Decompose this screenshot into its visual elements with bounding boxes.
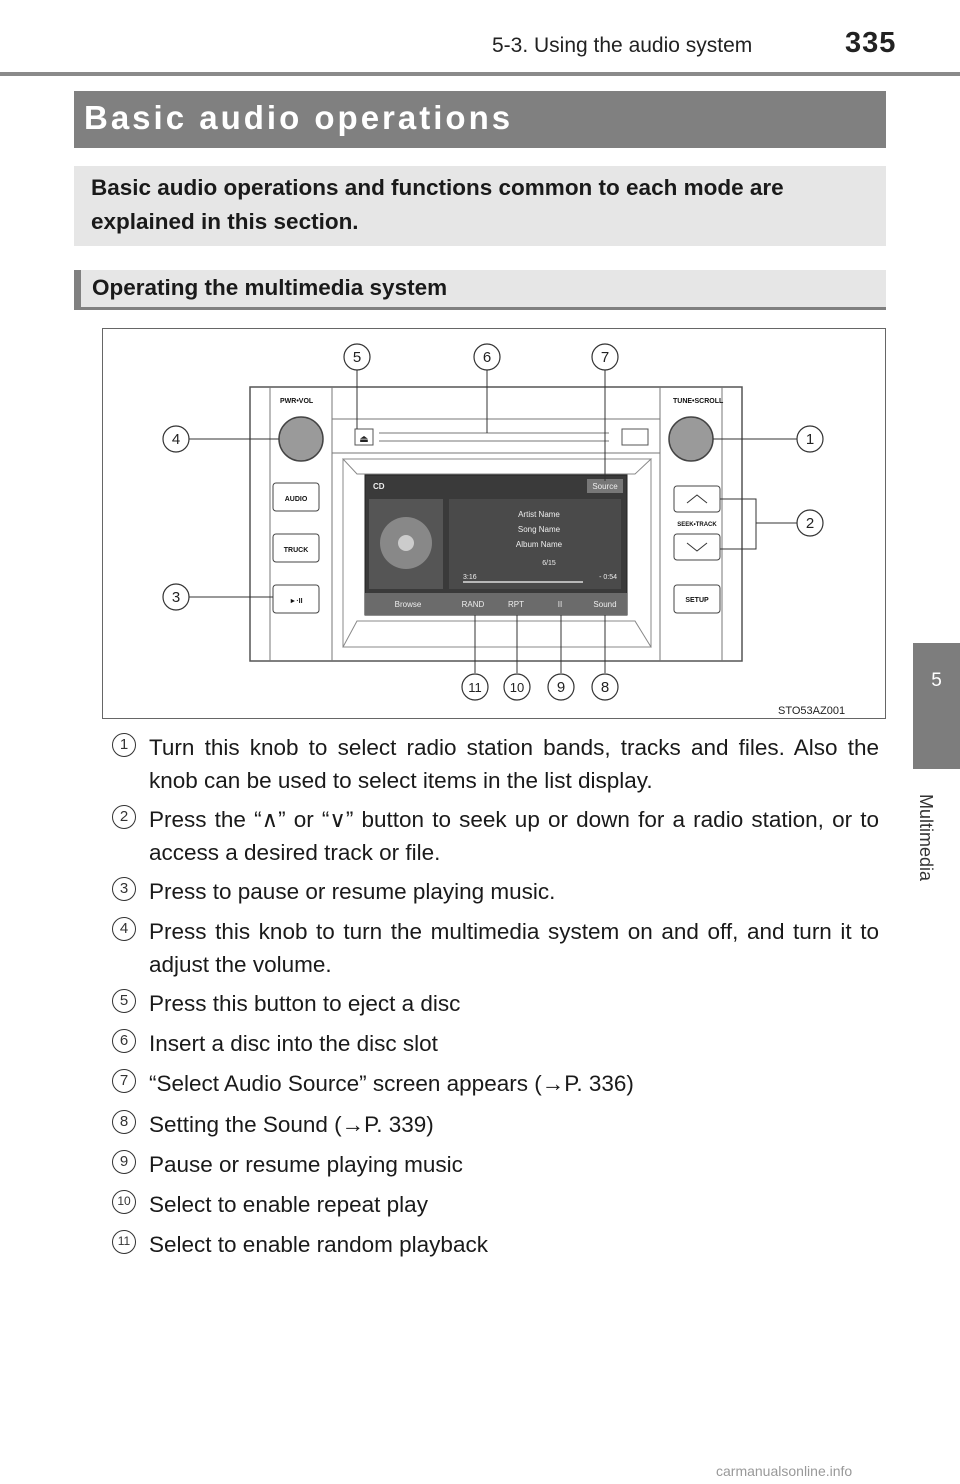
seek-down-button bbox=[673, 533, 721, 561]
audio-hw-button bbox=[272, 482, 320, 512]
album-name: Album Name bbox=[516, 540, 563, 549]
intro-text: Basic audio operations and functions com… bbox=[91, 175, 784, 234]
section-heading: 5-3. Using the audio system bbox=[492, 34, 753, 57]
item-number: 8 bbox=[112, 1110, 136, 1134]
item-text: “Select Audio Source” screen appears (→P… bbox=[149, 1071, 634, 1096]
item-number: 4 bbox=[112, 917, 136, 941]
subheading: Operating the multimedia system bbox=[92, 275, 448, 300]
item-text: Turn this knob to select radio station b… bbox=[149, 735, 879, 793]
eject-icon: ⏏ bbox=[359, 434, 368, 445]
page-title: Basic audio operations bbox=[84, 99, 514, 136]
header-rule bbox=[0, 72, 960, 76]
item-text: Press this knob to turn the multimedia s… bbox=[149, 919, 879, 977]
pwr-vol-label: PWR•VOL bbox=[280, 398, 314, 405]
callout-7: 7 bbox=[601, 349, 609, 366]
item-text: Select to enable random playback bbox=[149, 1232, 488, 1257]
panel-outline bbox=[249, 386, 743, 662]
bevel-bottom bbox=[342, 620, 652, 648]
sound-button: Sound bbox=[593, 600, 616, 609]
intro-box bbox=[74, 166, 886, 246]
play-pause-label: ►·II bbox=[289, 598, 302, 605]
item-number: 7 bbox=[112, 1069, 136, 1093]
callout-6: 6 bbox=[483, 349, 491, 366]
tune-scroll-label: TUNE•SCROLL bbox=[673, 398, 724, 405]
watermark: carmanualsonline.info bbox=[716, 1463, 853, 1479]
item-text: Select to enable repeat play bbox=[149, 1192, 428, 1217]
title-bar bbox=[74, 91, 886, 148]
callout-5: 5 bbox=[353, 349, 361, 366]
callout-circles bbox=[162, 343, 824, 701]
callout-1: 1 bbox=[806, 431, 814, 448]
track-count: 6/15 bbox=[542, 560, 556, 567]
item-number: 3 bbox=[112, 877, 136, 901]
page-number: 335 bbox=[845, 27, 897, 59]
callout-10: 10 bbox=[510, 680, 524, 695]
audio-label: AUDIO bbox=[285, 496, 308, 503]
browse-button: Browse bbox=[395, 600, 422, 609]
callout-4: 4 bbox=[172, 431, 180, 448]
rpt-button: RPT bbox=[508, 600, 524, 609]
setup-label: SETUP bbox=[685, 597, 709, 604]
item-number: 9 bbox=[112, 1150, 136, 1174]
seek-track-label: SEEK•TRACK bbox=[677, 522, 717, 528]
source-button bbox=[587, 479, 623, 493]
item-text: Press this button to eject a disc bbox=[149, 991, 461, 1016]
item-number: 6 bbox=[112, 1029, 136, 1053]
callout-9: 9 bbox=[557, 679, 565, 696]
remaining-time: - 0:54 bbox=[599, 574, 617, 581]
multimedia-figure: ⏏ bbox=[102, 328, 886, 719]
subheading-accent bbox=[74, 270, 81, 310]
track-info-panel bbox=[449, 499, 621, 589]
seek-up-icon bbox=[686, 494, 708, 504]
truck-label: TRUCK bbox=[284, 547, 309, 554]
phone-button bbox=[621, 428, 649, 446]
item-number: 10 bbox=[112, 1190, 136, 1214]
chapter-number: 5 bbox=[931, 670, 942, 691]
setup-hw-button bbox=[673, 584, 721, 614]
screen-mode: CD bbox=[373, 482, 385, 491]
head-unit-illustration: ⏏ bbox=[162, 343, 824, 701]
item-text: Press the “∧” or “∨” button to seek up o… bbox=[149, 807, 879, 865]
screen-button-bar bbox=[365, 593, 627, 615]
callout-leaders bbox=[189, 367, 797, 673]
tune-scroll-knob bbox=[668, 416, 714, 462]
eject-button bbox=[354, 428, 374, 446]
item-text: Setting the Sound (→P. 339) bbox=[149, 1112, 434, 1137]
seek-up-button bbox=[673, 485, 721, 513]
item-text: Press to pause or resume playing music. bbox=[149, 879, 556, 904]
source-label: Source bbox=[592, 482, 618, 491]
chapter-tab bbox=[913, 643, 960, 769]
elapsed-time: 3:16 bbox=[463, 574, 477, 581]
artist-name: Artist Name bbox=[518, 510, 560, 519]
pwr-vol-knob bbox=[278, 416, 324, 462]
callout-11: 11 bbox=[468, 680, 482, 695]
callout-3: 3 bbox=[172, 589, 180, 606]
callout-8: 8 bbox=[601, 679, 609, 696]
item-number: 1 bbox=[112, 733, 136, 757]
item-number: 5 bbox=[112, 989, 136, 1013]
play-pause-hw-button bbox=[272, 584, 320, 614]
item-number: 11 bbox=[112, 1230, 136, 1254]
pause-button: II bbox=[558, 600, 562, 609]
callout-2: 2 bbox=[806, 515, 814, 532]
item-text: Insert a disc into the disc slot bbox=[149, 1031, 438, 1056]
rand-button: RAND bbox=[462, 600, 485, 609]
bevel-top bbox=[341, 458, 653, 475]
figure-id: STO53AZ001 bbox=[778, 705, 846, 717]
chapter-label: Multimedia bbox=[916, 794, 936, 882]
disc-area bbox=[331, 418, 661, 454]
seek-down-icon bbox=[686, 542, 708, 552]
subheading-box bbox=[74, 270, 886, 310]
truck-hw-button bbox=[272, 533, 320, 563]
item-text: Pause or resume playing music bbox=[149, 1152, 463, 1177]
song-name: Song Name bbox=[518, 525, 561, 534]
item-number: 2 bbox=[112, 805, 136, 829]
